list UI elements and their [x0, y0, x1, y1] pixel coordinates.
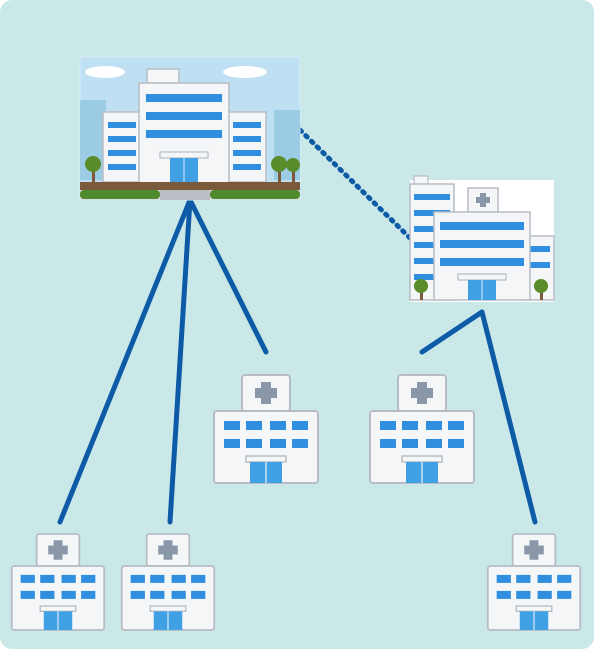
- main-hospital[interactable]: [79, 56, 301, 201]
- regional-hospital[interactable]: [409, 175, 555, 302]
- link-regional-clinic-5: [479, 309, 538, 525]
- link-regional-clinic-4: [419, 309, 485, 355]
- link-main-clinic-1: [57, 197, 193, 525]
- links: [57, 127, 538, 525]
- tree-icon: [414, 279, 548, 300]
- link-main-clinic-2: [167, 197, 193, 525]
- link-main-regional-dotted: [297, 127, 413, 241]
- tree-icon: [85, 156, 300, 182]
- link-main-clinic-3: [187, 197, 269, 355]
